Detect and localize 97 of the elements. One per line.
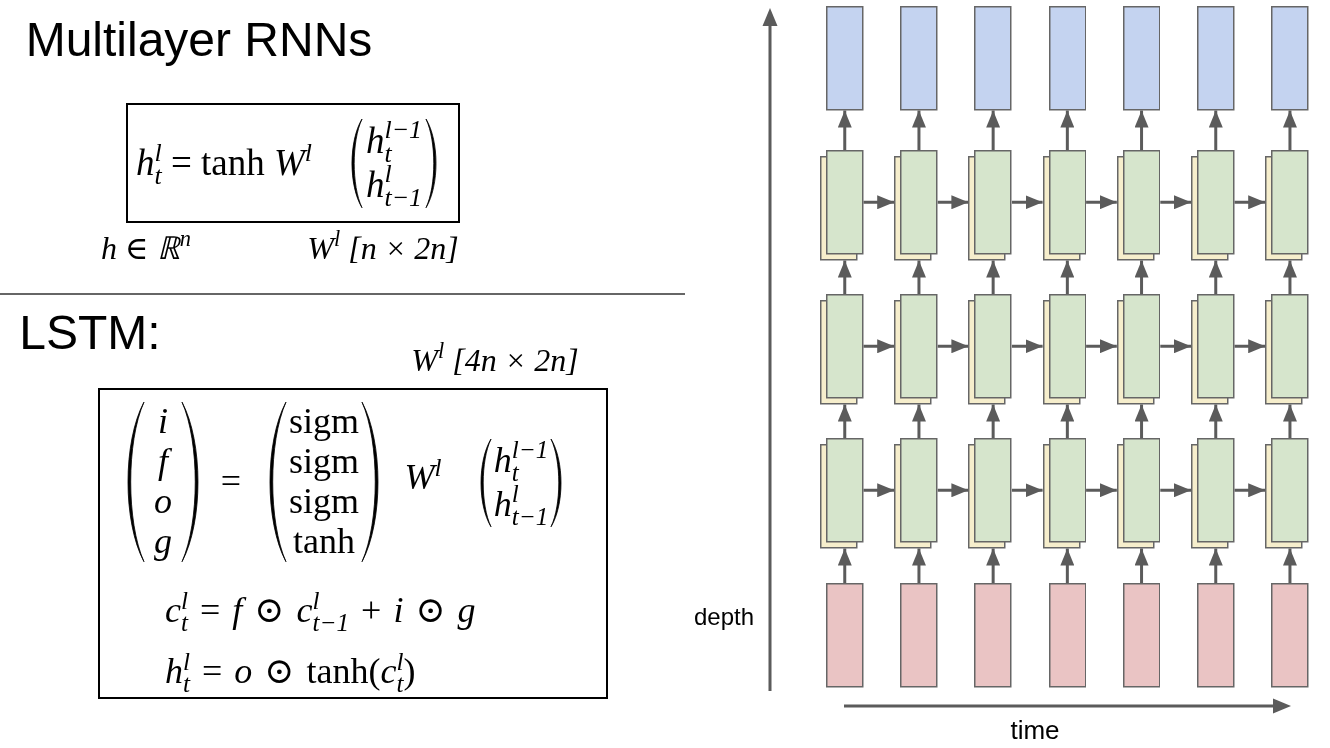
hidden-cell xyxy=(820,294,864,405)
section-heading: LSTM: xyxy=(19,305,161,361)
arrow xyxy=(911,548,926,583)
input-cell xyxy=(1197,583,1235,688)
hidden-cell xyxy=(1116,294,1161,405)
input-cell xyxy=(1122,583,1161,688)
arrow xyxy=(863,339,895,354)
arrow xyxy=(986,404,1001,438)
output-cell xyxy=(974,6,1012,111)
axis-label: time xyxy=(1010,716,1060,746)
equals-sign: = xyxy=(220,460,242,504)
arrow xyxy=(937,195,969,210)
arrow xyxy=(1060,404,1075,438)
arrow xyxy=(911,404,926,438)
arrow xyxy=(986,260,1001,294)
dimension-note: W$^{l}$ [4n × 2n] xyxy=(411,340,579,380)
arrow xyxy=(863,483,895,498)
arrow xyxy=(837,548,852,583)
equation-text: h$^{l}$$_{t}$ = tanh W$^{l}$ xyxy=(136,140,313,186)
hidden-state-equation: h$^{l}$$_{t}$ = o ⊙ tanh(c$^{l}$$_{t}$) xyxy=(165,650,416,694)
arrow xyxy=(1282,260,1297,294)
arrow xyxy=(1282,548,1297,583)
arrow xyxy=(1208,260,1223,294)
hidden-cell xyxy=(894,438,938,549)
arrow xyxy=(1011,339,1043,354)
arrow xyxy=(1134,260,1149,294)
arrow xyxy=(1060,260,1075,294)
axis-label: depth xyxy=(693,603,755,631)
arrow xyxy=(1208,548,1223,583)
slide-title: Multilayer RNNs xyxy=(25,12,373,68)
dimension-note: W$^{l}$ [n × 2n] xyxy=(307,228,459,268)
hidden-cell xyxy=(1265,150,1309,261)
arrow xyxy=(837,404,852,438)
output-cell xyxy=(1197,6,1235,111)
hidden-cell xyxy=(968,294,1012,405)
arrow xyxy=(986,548,1001,583)
arrow xyxy=(1208,110,1223,150)
input-cell xyxy=(1271,583,1309,688)
hidden-cell xyxy=(1191,294,1235,405)
arrow xyxy=(911,110,926,150)
arrow xyxy=(1086,195,1117,210)
output-cell xyxy=(1271,6,1309,111)
arrow xyxy=(1086,339,1117,354)
arrow xyxy=(1160,195,1191,210)
arrow xyxy=(1160,483,1191,498)
hidden-cell xyxy=(1116,438,1161,549)
arrow xyxy=(1160,339,1191,354)
arrow xyxy=(1134,548,1149,583)
arrow xyxy=(1011,195,1043,210)
hidden-cell xyxy=(1116,150,1161,261)
hidden-cell xyxy=(968,438,1012,549)
dimension-note: h ∈ ℝ$^{n}$ xyxy=(101,228,191,268)
arrow xyxy=(1134,404,1149,438)
input-cell xyxy=(1048,583,1087,688)
output-cell xyxy=(900,6,938,111)
hidden-cell xyxy=(820,150,864,261)
arrow xyxy=(1208,404,1223,438)
arrow xyxy=(1086,483,1117,498)
hidden-cell xyxy=(820,438,864,549)
input-cell xyxy=(900,583,938,688)
cell-state-equation: c$^{l}$$_{t}$ = f ⊙ c$^{l}$$_{t−1}$ + i ⊙ g xyxy=(165,589,476,633)
hidden-cell xyxy=(1191,150,1235,261)
gate-vector: i f o g xyxy=(154,402,172,562)
arrow xyxy=(1282,404,1297,438)
arrow xyxy=(1234,339,1266,354)
arrow xyxy=(1011,483,1043,498)
hidden-cell xyxy=(894,150,938,261)
output-cell xyxy=(1048,6,1087,111)
output-cell xyxy=(826,6,864,111)
arrow xyxy=(863,195,895,210)
arrow xyxy=(1282,110,1297,150)
hidden-cell xyxy=(1191,438,1235,549)
activation-vector: sigm sigm sigm tanh xyxy=(289,402,359,562)
arrow xyxy=(837,110,852,150)
arrow xyxy=(937,483,969,498)
hidden-cell xyxy=(1265,294,1309,405)
weight-symbol: W$^{l}$ xyxy=(404,456,442,500)
input-cell xyxy=(826,583,864,688)
hidden-cell xyxy=(1265,438,1309,549)
input-cell xyxy=(974,583,1012,688)
arrow xyxy=(986,110,1001,150)
arrow xyxy=(1060,110,1075,150)
hidden-cell xyxy=(1042,150,1087,261)
formula-box xyxy=(126,103,460,223)
arrow xyxy=(911,260,926,294)
arrow xyxy=(1234,483,1266,498)
hidden-cell xyxy=(968,150,1012,261)
arrow xyxy=(837,260,852,294)
arrow xyxy=(1134,110,1149,150)
output-cell xyxy=(1122,6,1161,111)
hidden-cell xyxy=(894,294,938,405)
arrow xyxy=(1060,548,1075,583)
formula-box xyxy=(98,388,608,699)
arrow xyxy=(1234,195,1266,210)
hidden-cell xyxy=(1042,294,1087,405)
hidden-cell xyxy=(1042,438,1087,549)
arrow xyxy=(937,339,969,354)
